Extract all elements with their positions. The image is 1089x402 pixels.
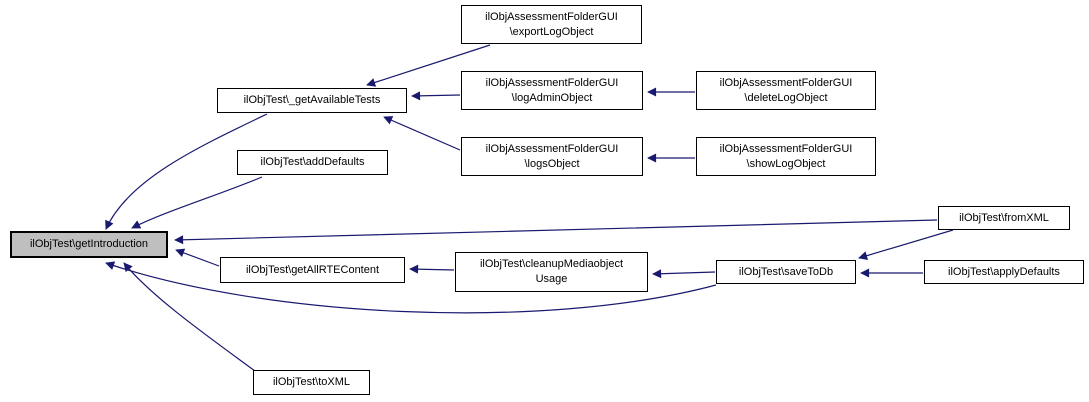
edge-getAvailableTests-to-getIntroduction — [105, 113, 268, 230]
edge-addDefaults-to-getIntroduction — [131, 176, 263, 229]
edge-saveToDb-to-getIntroduction — [105, 261, 717, 314]
node-cleanupMediaobjectUsage[interactable]: ilObjTest\cleanupMediaobject Usage — [455, 252, 648, 292]
edge-fromXML-to-getIntroduction — [174, 219, 938, 245]
edge-logsObject-to-getAvailableTests — [383, 116, 461, 151]
node-toXML[interactable]: ilObjTest\toXML — [253, 370, 370, 395]
node-applyDefaults[interactable]: ilObjTest\applyDefaults — [924, 260, 1084, 284]
node-getAllRTEContent[interactable]: ilObjTest\getAllRTEContent — [220, 257, 405, 283]
node-deleteLogObject[interactable]: ilObjAssessmentFolderGUI \deleteLogObjec… — [696, 71, 876, 110]
node-saveToDb[interactable]: ilObjTest\saveToDb — [716, 260, 856, 284]
edge-cleanupMediaobjectUsage-to-getAllRTEContent — [409, 264, 455, 274]
edge-fromXML-to-saveToDb — [858, 229, 954, 261]
node-exportLogObject[interactable]: ilObjAssessmentFolderGUI \exportLogObjec… — [461, 5, 642, 44]
edge-exportLogObject-to-getAvailableTests — [366, 44, 491, 87]
node-getIntroduction[interactable]: ilObjTest\getIntroduction — [10, 231, 168, 258]
edge-logAdminObject-to-getAvailableTests — [411, 91, 461, 101]
node-showLogObject[interactable]: ilObjAssessmentFolderGUI \showLogObject — [696, 137, 876, 176]
node-logAdminObject[interactable]: ilObjAssessmentFolderGUI \logAdminObject — [461, 71, 643, 110]
edge-getAllRTEContent-to-getIntroduction — [175, 248, 220, 267]
edge-saveToDb-to-cleanupMediaobjectUsage — [652, 269, 716, 279]
node-logsObject[interactable]: ilObjAssessmentFolderGUI \logsObject — [461, 137, 643, 176]
edge-toXML-to-getIntroduction — [123, 262, 256, 372]
node-fromXML[interactable]: ilObjTest\fromXML — [938, 206, 1070, 230]
node-getAvailableTests[interactable]: ilObjTest\_getAvailableTests — [217, 88, 407, 113]
node-addDefaults[interactable]: ilObjTest\addDefaults — [237, 150, 388, 175]
